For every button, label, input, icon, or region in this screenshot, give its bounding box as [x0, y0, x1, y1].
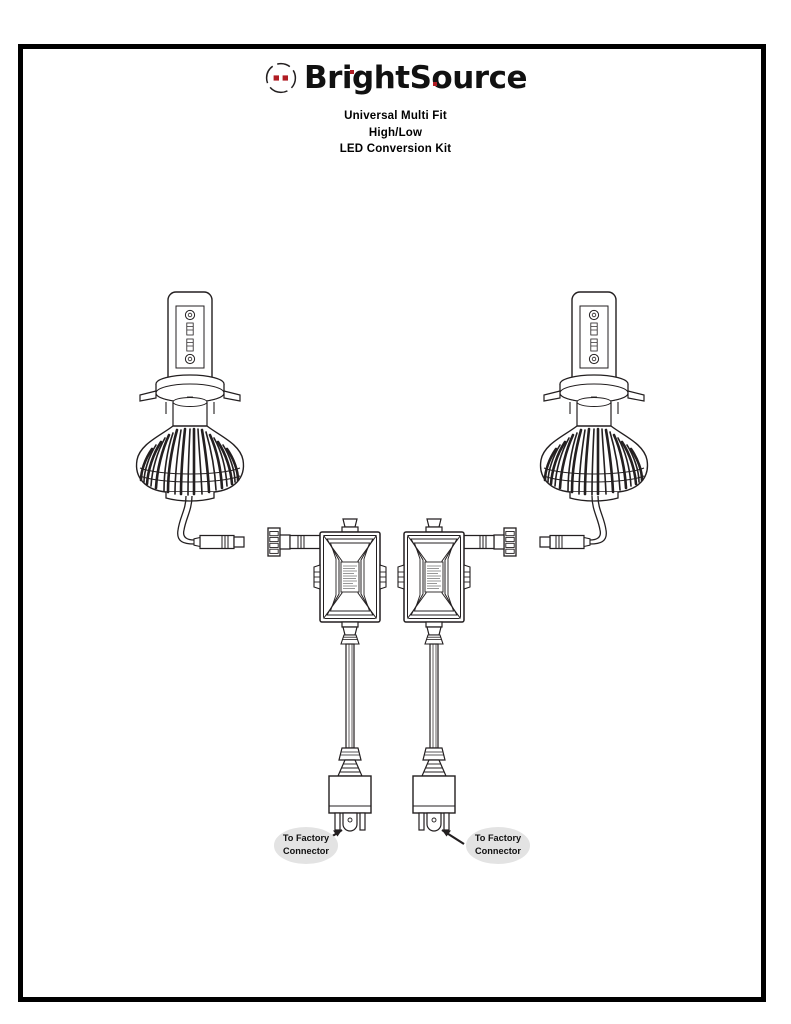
product-subtitle: Universal Multi Fit High/Low LED Convers…: [0, 108, 791, 158]
bulb-lead-wire-left: [177, 495, 195, 545]
led-driver-ballast-left[interactable]: [313, 518, 387, 636]
callout-left: To Factory Connector: [260, 827, 352, 864]
callout-left-line-1: To Factory: [282, 833, 330, 843]
subtitle-line-1: Universal Multi Fit: [344, 110, 447, 122]
page-border-frame: [18, 44, 766, 1002]
brightsource-target-logo-icon: [264, 61, 298, 95]
callout-right-line-1: To Factory: [474, 833, 522, 843]
driver-output-cable-left: [338, 634, 362, 761]
led-bulb-assembly-right: [539, 290, 649, 503]
subtitle-line-3: LED Conversion Kit: [339, 143, 452, 156]
subtitle-line-2: High/Low: [368, 126, 423, 139]
callout-arrow-right: [441, 829, 465, 845]
callout-left-bubble: To Factory Connector: [273, 827, 339, 864]
kit-wiring-diagram: To Factory Connector To Factory Connecto…: [18, 44, 766, 1002]
callout-right-bubble: To Factory Connector: [465, 827, 531, 864]
h4-factory-plug-right[interactable]: [412, 759, 456, 832]
brand-name-text: BrightSource: [303, 59, 528, 96]
h4-factory-plug-left[interactable]: [328, 759, 372, 832]
waterproof-connector-male-left[interactable]: [193, 534, 245, 550]
waterproof-connector-male-right[interactable]: [539, 534, 591, 550]
callout-right-line-2: Connector: [475, 846, 521, 857]
driver-output-cable-right: [422, 634, 446, 761]
brand-logo-row: BrightSource: [0, 58, 791, 98]
bulb-lead-wire-right: [589, 495, 607, 545]
led-driver-ballast-right[interactable]: [397, 518, 471, 636]
callout-right: To Factory Connector: [452, 827, 544, 864]
document-header: BrightSource Universal Multi Fit High/Lo…: [0, 58, 791, 158]
led-bulb-assembly-left: [135, 290, 245, 503]
waterproof-connector-female-right[interactable]: [463, 527, 517, 557]
diagram-svg: [135, 290, 649, 845]
callout-left-line-2: Connector: [283, 846, 329, 857]
waterproof-connector-female-left[interactable]: [267, 527, 321, 557]
